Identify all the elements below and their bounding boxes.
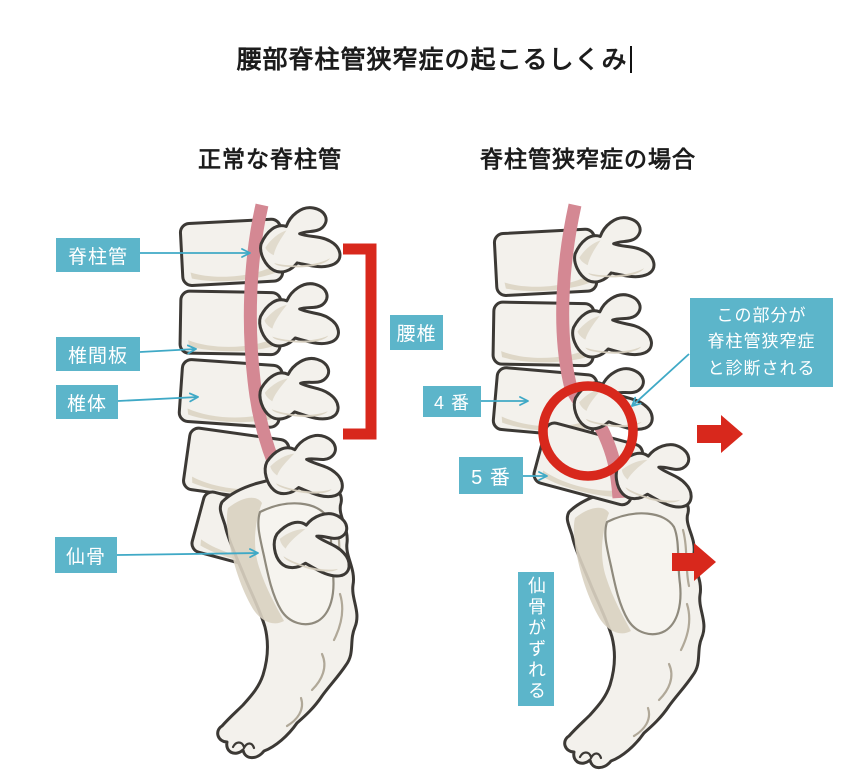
label-sacrum-shift: 仙骨がずれる xyxy=(518,572,554,706)
heading-normal-spine: 正常な脊柱管 xyxy=(198,146,342,172)
disc-arrow xyxy=(139,344,197,355)
sacrum-arrow xyxy=(116,548,259,559)
stenosis-spine-illustration xyxy=(491,203,706,770)
heading-stenosis-spine: 脊柱管狭窄症の場合 xyxy=(480,146,696,172)
shift-arrow-lower xyxy=(672,543,716,581)
vertebral-body-arrow xyxy=(117,392,199,403)
stenosis-highlight-circle xyxy=(538,381,638,481)
text-cursor xyxy=(629,46,632,73)
page-title[interactable]: 腰部脊柱管狭窄症の起こるしくみ xyxy=(0,40,868,76)
sacrum-right-shifted xyxy=(563,486,706,770)
callout-connector-arrow xyxy=(631,353,690,407)
lumbar-bracket xyxy=(343,243,377,440)
callout-line-3: と診断される xyxy=(707,358,816,378)
left-label-arrows xyxy=(116,248,259,559)
spinal-canal-band xyxy=(243,203,287,483)
label-lumbar-spine: 腰椎 xyxy=(390,315,443,350)
page-title-text: 腰部脊柱管狭窄症の起こるしくみ xyxy=(236,46,628,74)
shift-arrow-upper xyxy=(697,415,743,453)
label-spinal-canal: 脊柱管 xyxy=(56,238,140,272)
right-label-arrows xyxy=(481,353,690,481)
label-vertebra-4: 4 番 xyxy=(423,386,481,417)
stenosis-callout-box: この部分が 脊柱管狭窄症 と診断される xyxy=(690,298,833,387)
label-intervertebral-disc: 椎間板 xyxy=(56,337,140,371)
label-vertebra-5: 5 番 xyxy=(459,457,523,494)
label-vertebral-body: 椎体 xyxy=(56,385,118,419)
callout-line-1: この部分が xyxy=(716,305,807,325)
label-sacrum: 仙骨 xyxy=(55,537,117,573)
normal-spine-illustration xyxy=(177,203,363,760)
callout-line-2: 脊柱管狭窄症 xyxy=(707,332,816,352)
